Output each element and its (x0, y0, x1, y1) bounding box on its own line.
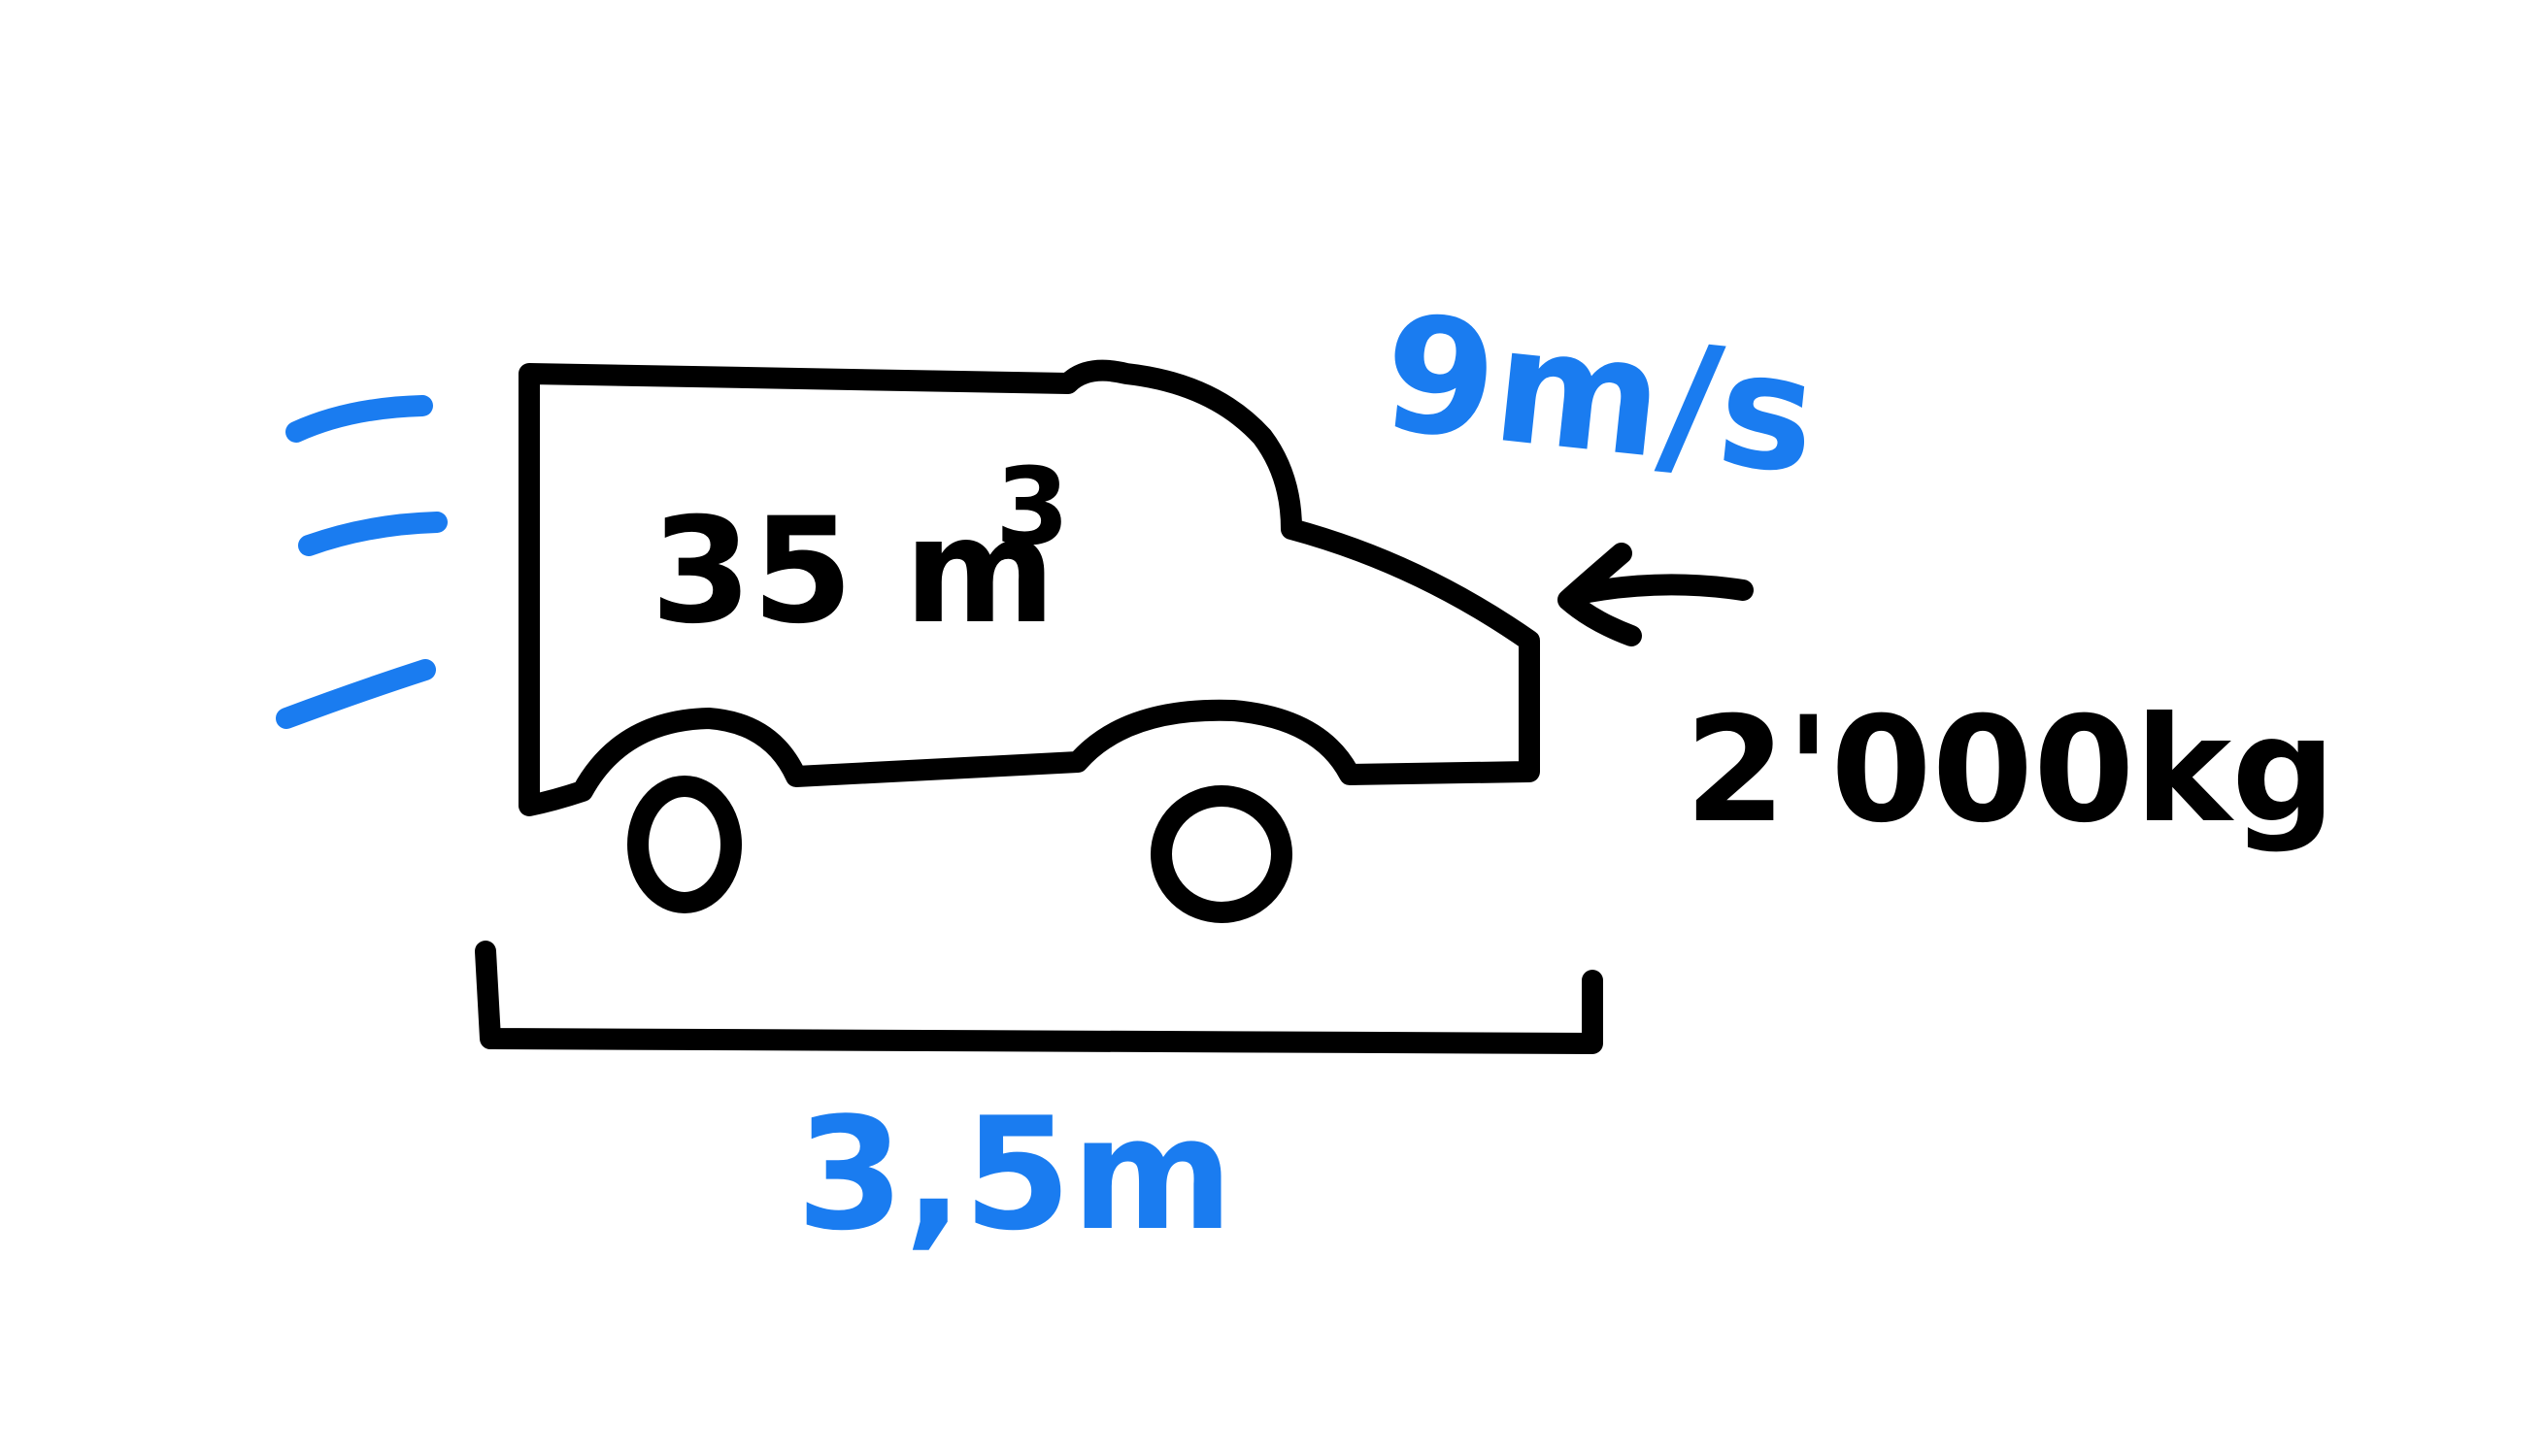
speed-line-bottom (276, 659, 436, 729)
mass-label: 2'000kg (1685, 686, 2336, 855)
speed-line-top (285, 395, 433, 443)
front-wheel (1151, 785, 1292, 923)
speed-line-middle (298, 512, 448, 556)
dimension-bracket (475, 941, 1603, 1054)
cargo-volume-exponent: 3 (995, 445, 1070, 569)
arrow-left-icon (1557, 543, 1754, 646)
speed-label: 9m/s (1375, 280, 1824, 510)
van-body-outline (519, 359, 1540, 816)
length-label: 3,5m (796, 1083, 1233, 1265)
cargo-volume-label: 35 m (651, 487, 1055, 656)
arrow-head (1557, 543, 1642, 646)
arrow-shaft (1567, 574, 1754, 605)
dimension-bracket-icon (475, 941, 1603, 1054)
rear-wheel (627, 776, 742, 913)
van-icon (519, 359, 1540, 923)
speed-lines-icon (276, 395, 448, 729)
